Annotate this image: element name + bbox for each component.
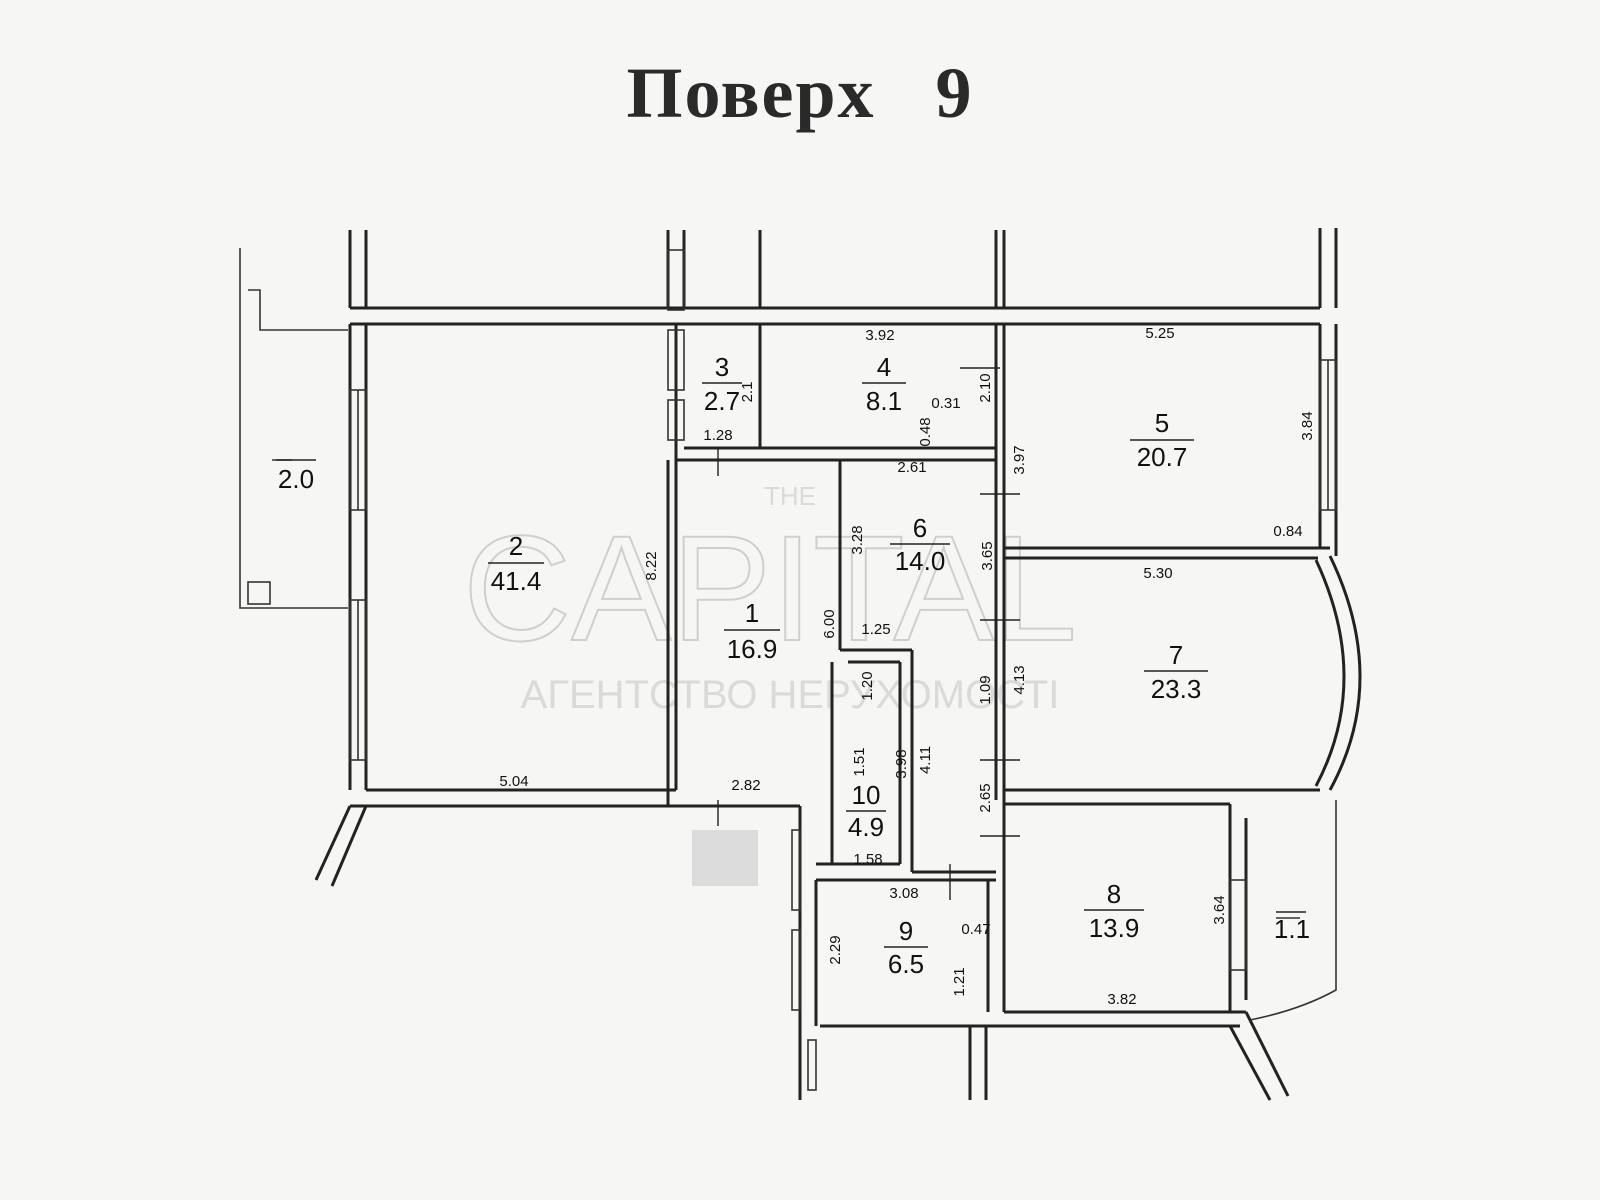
room-5-area: 20.7 bbox=[1137, 442, 1188, 472]
balcony-1-area: 2.0 bbox=[278, 464, 314, 494]
room-2-number: 2 bbox=[509, 531, 523, 561]
dim-label: 4.13 bbox=[1011, 665, 1028, 694]
dimension-labels: 3.92 5.25 2.1 2.10 1.28 0.31 0.48 3.84 3… bbox=[499, 325, 1316, 1008]
dim-label: 3.65 bbox=[979, 541, 996, 570]
dim-label: 2.1 bbox=[739, 382, 756, 403]
dim-label: 2.29 bbox=[827, 935, 844, 964]
dim-label: 1.58 bbox=[853, 851, 882, 868]
shaft-mark bbox=[692, 830, 758, 886]
dim-label: 2.65 bbox=[977, 783, 994, 812]
dim-label: 3.82 bbox=[1107, 991, 1136, 1008]
dim-label: 3.28 bbox=[849, 525, 866, 554]
room-9-area: 6.5 bbox=[888, 949, 924, 979]
room-10: 10 4.9 bbox=[846, 780, 886, 842]
dim-label: 0.84 bbox=[1273, 523, 1302, 540]
room-6-area: 14.0 bbox=[895, 546, 946, 576]
room-5: 5 20.7 bbox=[1130, 408, 1194, 472]
balcony-1: 2.0 bbox=[276, 459, 316, 494]
room-9-number: 9 bbox=[899, 916, 913, 946]
dim-label: 2.61 bbox=[897, 459, 926, 476]
dim-label: 0.31 bbox=[931, 395, 960, 412]
balcony-2: 1.1 bbox=[1274, 911, 1310, 944]
dim-label: 3.97 bbox=[1011, 445, 1028, 474]
watermark-top: THE bbox=[764, 481, 816, 511]
dim-label: 3.92 bbox=[865, 327, 894, 344]
dim-label: 3.08 bbox=[889, 885, 918, 902]
room-2-area: 41.4 bbox=[491, 566, 542, 596]
watermark: THE CAPITAL АГЕНТСТВО НЕРУХОМОСТІ bbox=[462, 481, 1078, 717]
room-2: 2 41.4 bbox=[488, 531, 544, 596]
room-6-number: 6 bbox=[913, 513, 927, 543]
room-3: 3 2.7 bbox=[702, 352, 742, 416]
room-10-number: 10 bbox=[852, 780, 881, 810]
dim-label: 1.09 bbox=[977, 675, 994, 704]
room-labels: 1 16.9 2 41.4 3 2.7 4 8.1 5 20.7 6 14.0 bbox=[276, 352, 1310, 979]
room-10-area: 4.9 bbox=[848, 812, 884, 842]
dim-label: 2.10 bbox=[977, 373, 994, 402]
dim-label: 6.00 bbox=[821, 609, 838, 638]
dim-label: 1.21 bbox=[951, 967, 968, 996]
watermark-main: CAPITAL bbox=[463, 504, 1077, 672]
room-1-number: 1 bbox=[745, 598, 759, 628]
dim-label: 4.11 bbox=[917, 746, 934, 774]
room-4: 4 8.1 bbox=[862, 352, 906, 416]
room-8-number: 8 bbox=[1107, 879, 1121, 909]
dim-label: 3.84 bbox=[1299, 411, 1316, 440]
room-5-number: 5 bbox=[1155, 408, 1169, 438]
dim-label: 8.22 bbox=[643, 551, 660, 580]
watermark-sub: АГЕНТСТВО НЕРУХОМОСТІ bbox=[521, 673, 1060, 717]
floor-title: Поверх 9 bbox=[626, 53, 974, 133]
dim-label: 0.47 bbox=[961, 921, 990, 938]
room-8: 8 13.9 bbox=[1084, 879, 1144, 943]
room-4-number: 4 bbox=[877, 352, 891, 382]
room-1: 1 16.9 bbox=[724, 598, 780, 664]
room-7-number: 7 bbox=[1169, 640, 1183, 670]
room-7: 7 23.3 bbox=[1144, 640, 1208, 704]
room-1-area: 16.9 bbox=[727, 634, 778, 664]
dim-label: 3.98 bbox=[893, 749, 910, 778]
dim-label: 1.20 bbox=[859, 671, 876, 700]
room-7-area: 23.3 bbox=[1151, 674, 1202, 704]
dim-label: 1.28 bbox=[703, 427, 732, 444]
dim-label: 1.51 bbox=[851, 747, 868, 776]
windows bbox=[349, 249, 1337, 1091]
door-marks bbox=[717, 367, 1020, 900]
dim-label: 5.25 bbox=[1145, 325, 1174, 342]
balcony-2-area: 1.1 bbox=[1274, 914, 1310, 944]
dim-label: 0.48 bbox=[917, 417, 934, 446]
room-3-number: 3 bbox=[715, 352, 729, 382]
room-8-area: 13.9 bbox=[1089, 913, 1140, 943]
room-4-area: 8.1 bbox=[866, 386, 902, 416]
dim-label: 5.30 bbox=[1143, 565, 1172, 582]
dim-label: 3.64 bbox=[1211, 895, 1228, 924]
dim-label: 1.25 bbox=[861, 621, 890, 638]
dim-label: 5.04 bbox=[499, 773, 528, 790]
dim-label: 2.82 bbox=[731, 777, 760, 794]
room-9: 9 6.5 bbox=[884, 916, 928, 979]
room-3-area: 2.7 bbox=[704, 386, 740, 416]
room-6: 6 14.0 bbox=[890, 513, 950, 576]
